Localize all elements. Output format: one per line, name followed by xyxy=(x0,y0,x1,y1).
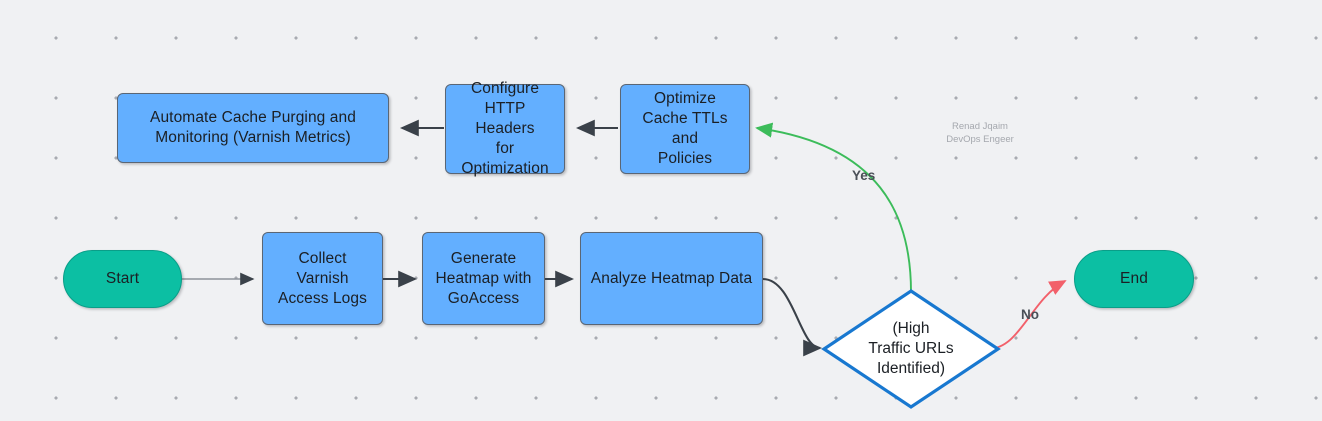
node-label: Start xyxy=(105,270,140,287)
node-label: Analyze Heatmap Data xyxy=(590,269,753,287)
edge-decision-yes-to-optimize xyxy=(755,122,912,293)
edge-label-yes: Yes xyxy=(852,168,876,183)
watermark-name: Renad Jqaim xyxy=(952,121,1008,132)
node-end[interactable]: End xyxy=(1074,250,1194,308)
node-analyze-heatmap-data[interactable]: Analyze Heatmap Data xyxy=(580,232,763,325)
watermark: Renad Jqaim DevOps Engeer xyxy=(916,120,1044,146)
node-start[interactable]: Start xyxy=(63,250,182,308)
watermark-role: DevOps Engeer xyxy=(946,134,1014,145)
diamond-shape xyxy=(821,289,1001,409)
node-label: End xyxy=(1120,270,1148,287)
edge-label-no: No xyxy=(1021,307,1039,322)
edge-analyze-to-decision xyxy=(762,277,823,357)
